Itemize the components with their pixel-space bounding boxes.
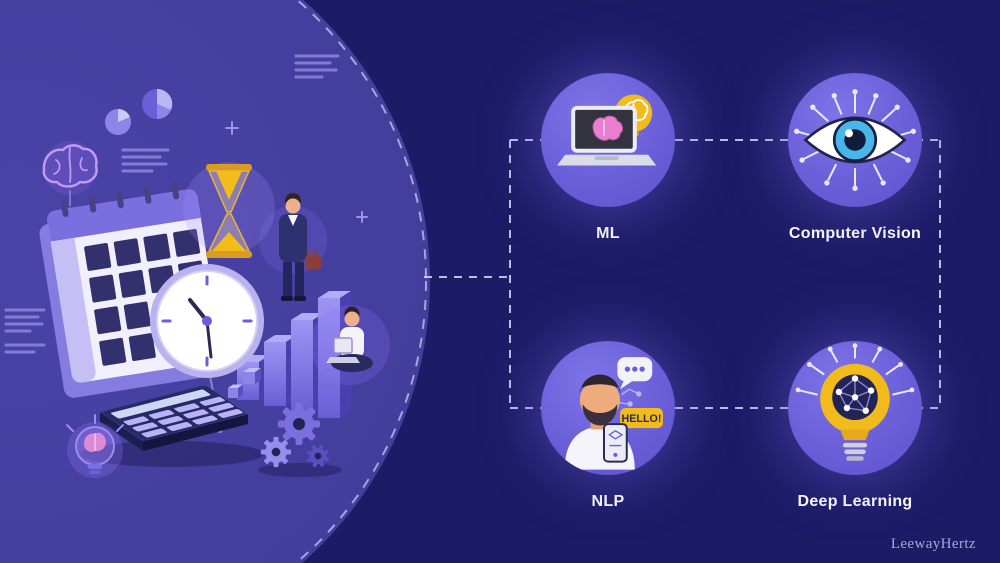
node-label-computer-vision: Computer Vision — [788, 225, 922, 242]
hello-bubble: HELLO! — [620, 408, 663, 429]
sparkle-icons — [225, 121, 368, 223]
person-figure — [565, 374, 635, 470]
annotation-lines — [4, 54, 340, 354]
circuit-eye-icon — [794, 89, 916, 191]
person-chat-icon: HELLO! — [565, 357, 663, 470]
node-deep-learning: Deep Learning — [755, 341, 955, 511]
lightbulb-brain-icon — [66, 414, 124, 478]
circuit-lines — [618, 388, 642, 407]
ground-shadow — [258, 463, 342, 477]
connector-lines — [424, 139, 941, 409]
gear-icons — [260, 403, 330, 468]
smartphone-icon — [602, 423, 628, 463]
ml-node-circle — [541, 73, 675, 207]
hello-text: HELLO! — [622, 413, 662, 425]
hub-dashed-ring — [294, 0, 427, 563]
ground-shadow — [80, 441, 264, 467]
node-label-deep-learning: Deep Learning — [797, 493, 913, 510]
businessman-figure — [259, 193, 327, 301]
watermark: LeewayHertz — [890, 536, 976, 552]
pie-chart-icons — [105, 88, 173, 135]
floating-cubes — [228, 368, 261, 398]
laptop-brain-icon — [557, 94, 657, 166]
deep-learning-node-circle — [788, 341, 922, 475]
brain-icon — [42, 141, 98, 213]
wall-clock-icon — [150, 264, 264, 433]
chat-bubble-icon — [617, 357, 653, 390]
node-label-ml: ML — [596, 225, 620, 242]
node-ml: ML — [508, 73, 708, 243]
isometric-illustration — [4, 54, 390, 478]
nlp-node-circle: HELLO! — [541, 341, 675, 475]
person-with-laptop-figure — [310, 305, 390, 385]
calculator-icon — [100, 385, 248, 451]
neural-bulb-icon — [795, 343, 915, 461]
node-nlp: HELLO! NLP — [508, 341, 708, 511]
node-label-nlp: NLP — [591, 493, 625, 510]
hourglass-icon — [183, 162, 275, 258]
computer-vision-node-circle — [788, 73, 922, 207]
node-computer-vision: Computer Vision — [755, 73, 955, 243]
bar-chart-icon — [228, 291, 351, 418]
